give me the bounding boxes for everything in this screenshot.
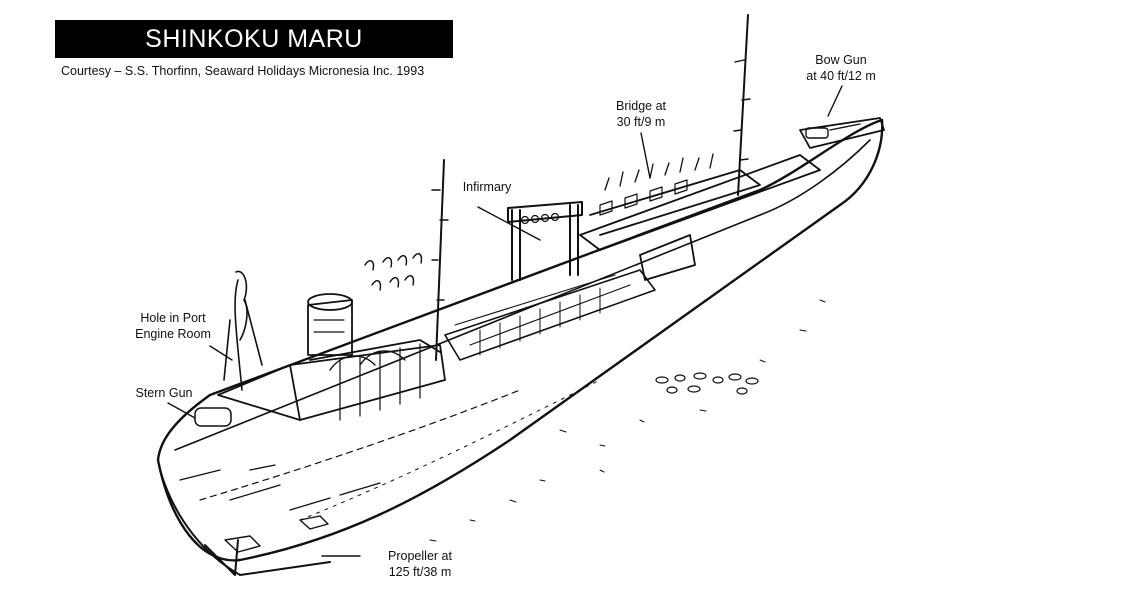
foremast bbox=[733, 14, 751, 196]
leader-infirmary bbox=[477, 206, 541, 241]
bow-gun bbox=[799, 117, 885, 149]
stern-deckhouse bbox=[194, 339, 446, 427]
seabed-debris bbox=[429, 299, 826, 542]
leader-hole bbox=[209, 345, 233, 361]
leader-bridge bbox=[640, 132, 651, 179]
ship-hull bbox=[156, 118, 884, 576]
funnel bbox=[307, 293, 353, 356]
leader-bow-gun bbox=[827, 85, 843, 117]
label-infirmary: Infirmary bbox=[462, 180, 512, 194]
leader-stern-gun bbox=[167, 402, 196, 419]
leader-lines bbox=[167, 85, 843, 557]
cargo-deck bbox=[444, 269, 656, 361]
middle-mast bbox=[364, 159, 449, 361]
bridge-superstructure bbox=[579, 153, 821, 281]
label-stern-gun: Stern Gun bbox=[135, 386, 193, 400]
stern-mast bbox=[223, 270, 263, 391]
credit-line: Courtesy – S.S. Thorfinn, Seaward Holida… bbox=[61, 64, 425, 78]
kingpost-gantry bbox=[507, 201, 583, 281]
diagram-title: SHINKOKU MARU bbox=[55, 20, 453, 58]
